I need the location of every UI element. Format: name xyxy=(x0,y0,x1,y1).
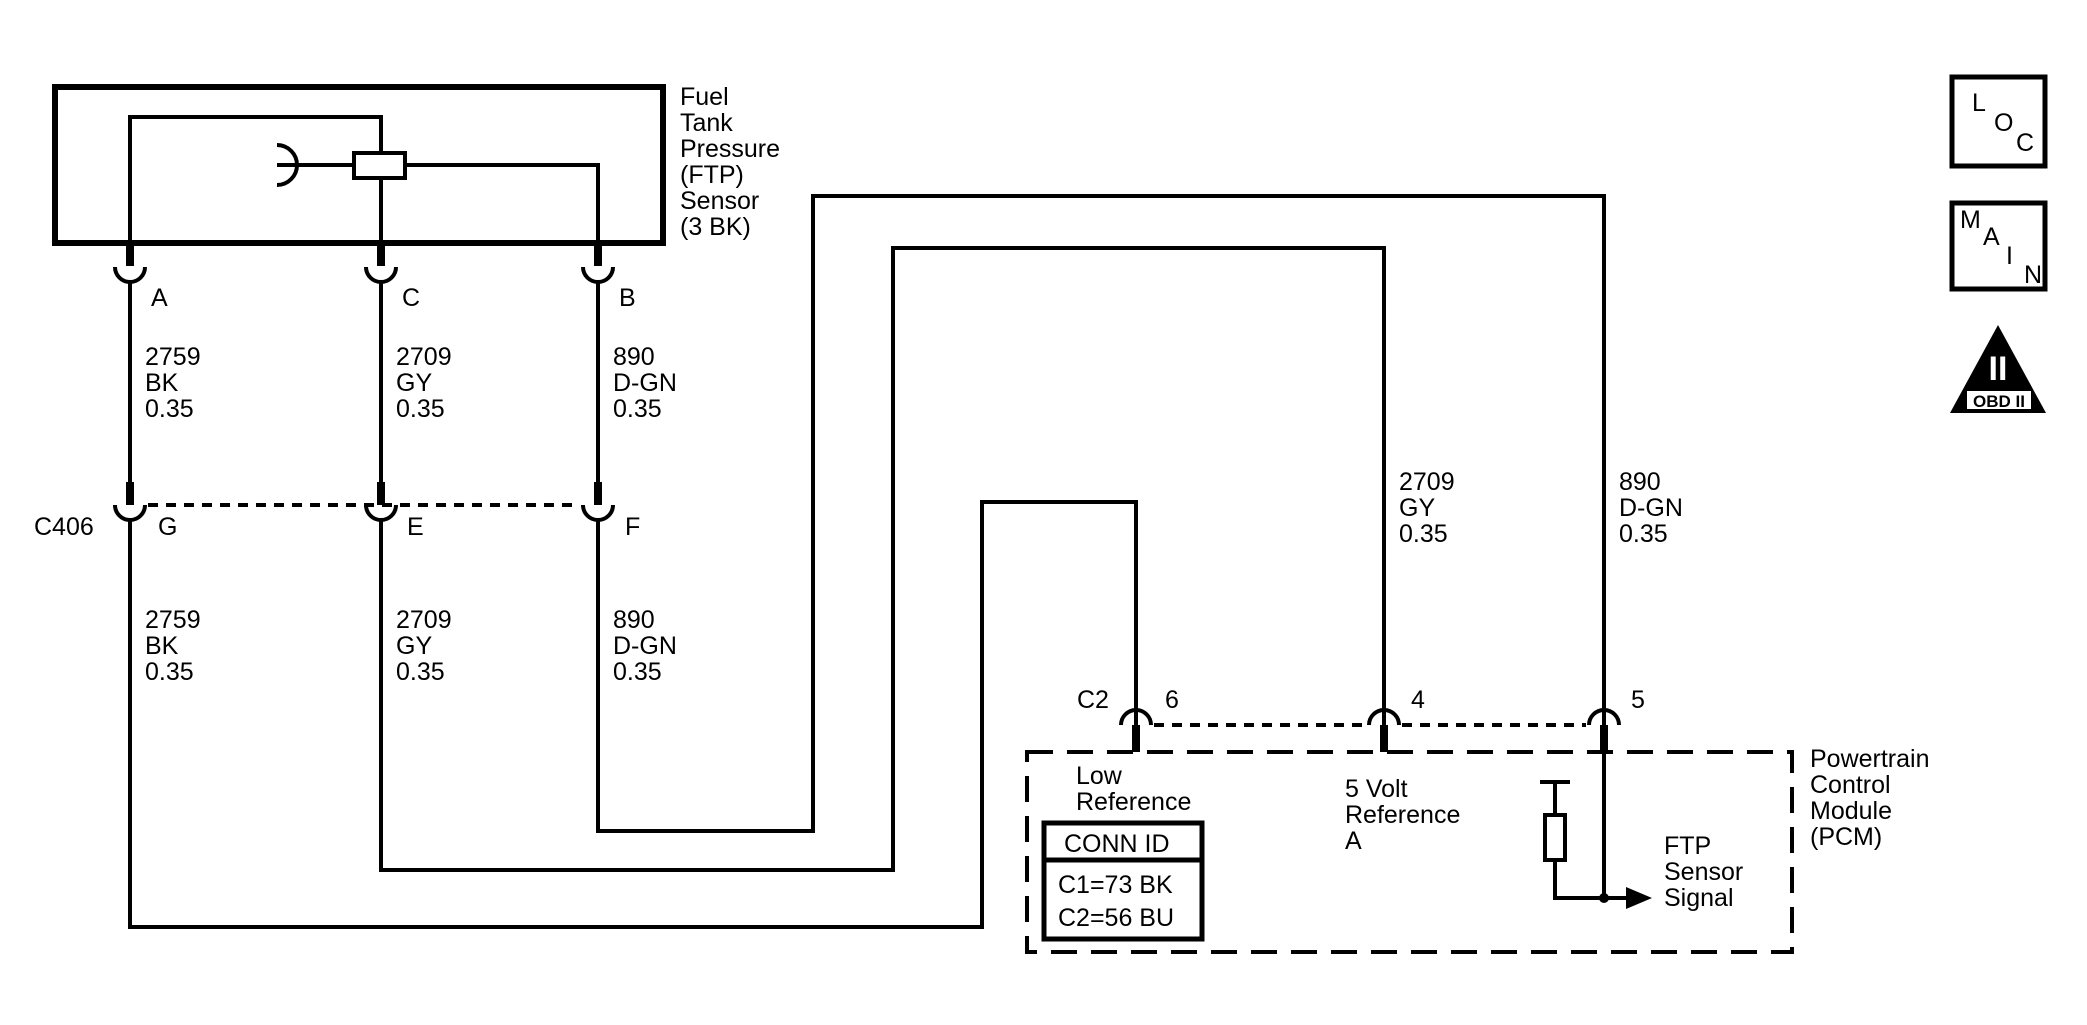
wire-low-reference-run xyxy=(128,500,1138,929)
wire-label-signal-pcm: 890 D-GN 0.35 xyxy=(1619,468,1690,548)
connector-cup-icon xyxy=(1367,708,1401,726)
connector-cup-icon xyxy=(581,504,615,522)
obd-ii-label: OBD II xyxy=(1973,392,2025,411)
sensor-pin-c: C xyxy=(402,284,420,312)
obd-ii-icon[interactable]: II OBD II xyxy=(1950,325,2046,413)
wire-5v-reference-run xyxy=(379,246,1386,872)
conn-id-row: C2=56 BU xyxy=(1058,904,1174,932)
connector-cup-icon xyxy=(1587,708,1621,726)
loc-button[interactable]: L O C xyxy=(1949,74,2048,169)
wire-label-b-lower: 890 D-GN 0.35 xyxy=(613,606,684,686)
wire-ftp-signal-run xyxy=(596,194,1606,833)
ftp-sensor-housing xyxy=(52,84,666,246)
junction-dot xyxy=(1599,893,1609,903)
ftp-sensor-label: Fuel Tank Pressure (FTP) Sensor (3 BK) xyxy=(680,83,787,241)
sensor-pin-b: B xyxy=(619,284,636,312)
loc-letter: C xyxy=(2016,129,2034,157)
conn-id-table: CONN ID C1=73 BK C2=56 BU xyxy=(1041,820,1205,942)
wire-label-a-upper: 2759 BK 0.35 xyxy=(145,343,208,423)
connector-cup-icon xyxy=(113,266,147,284)
signal-arrow-icon xyxy=(1626,887,1652,909)
ftp-sensor-signal-label: FTP Sensor Signal xyxy=(1664,832,1750,912)
connector-cup-icon xyxy=(364,266,398,284)
wire-label-c-upper: 2709 GY 0.35 xyxy=(396,343,459,423)
five-volt-reference-label: 5 Volt Reference A xyxy=(1345,775,1467,855)
connector-cup-icon xyxy=(581,266,615,284)
main-letter: M xyxy=(1960,206,1981,234)
inline-connector-id: C406 xyxy=(34,513,94,541)
wire-label-a-lower: 2759 BK 0.35 xyxy=(145,606,208,686)
inline-pin-f: F xyxy=(625,513,640,541)
pcm-connector-c2: C2 6 4 5 xyxy=(1077,686,1645,752)
connector-cup-icon xyxy=(1119,708,1153,726)
pcm-label: Powertrain Control Module (PCM) xyxy=(1810,745,1936,851)
sensor-connector: A C B xyxy=(113,243,636,312)
pcm-connector-id: C2 xyxy=(1077,686,1109,714)
ftp-sensor: Fuel Tank Pressure (FTP) Sensor (3 BK) xyxy=(52,83,787,246)
conn-id-row: C1=73 BK xyxy=(1058,871,1173,899)
pcm-pin-5: 5 xyxy=(1631,686,1645,714)
obd-ii-symbol: II xyxy=(1989,350,2008,388)
pcm-module: Powertrain Control Module (PCM) Low Refe… xyxy=(1025,745,1936,954)
main-button[interactable]: M A I N xyxy=(1949,200,2048,292)
loc-letter: O xyxy=(1994,109,2013,137)
upper-wires: 2759 BK 0.35 2709 GY 0.35 890 D-GN 0.35 xyxy=(128,280,684,482)
pull-up-resistor xyxy=(1543,813,1567,862)
low-reference-label: Low Reference xyxy=(1076,762,1191,816)
wire-label-5v-pcm: 2709 GY 0.35 xyxy=(1399,468,1462,548)
ftp-sensor-internal-wiring xyxy=(128,115,600,243)
inline-connector-c406: C406 G E F xyxy=(34,482,640,541)
connector-cup-icon xyxy=(364,504,398,522)
ftp-sensor-element xyxy=(352,151,407,180)
main-letter: I xyxy=(2006,242,2013,270)
pcm-boundary xyxy=(1025,750,1794,954)
sensor-pin-a: A xyxy=(151,284,168,312)
main-letter: N xyxy=(2024,261,2042,289)
pcm-pin-4: 4 xyxy=(1411,686,1425,714)
inline-pin-g: G xyxy=(158,513,177,541)
pull-up-resistor-circuit xyxy=(1540,752,1652,909)
pcm-pin-6: 6 xyxy=(1165,686,1179,714)
wire-label-c-lower: 2709 GY 0.35 xyxy=(396,606,459,686)
connector-cup-icon xyxy=(113,504,147,522)
wire-label-b-upper: 890 D-GN 0.35 xyxy=(613,343,684,423)
loc-letter: L xyxy=(1972,89,1986,117)
main-letter: A xyxy=(1983,223,2000,251)
lower-wires: 2759 BK 0.35 2709 GY 0.35 890 D-GN 0.35 … xyxy=(128,194,1690,929)
conn-id-header: CONN ID xyxy=(1064,830,1170,858)
inline-pin-e: E xyxy=(407,513,424,541)
ftp-sensor-port-icon xyxy=(276,143,299,187)
